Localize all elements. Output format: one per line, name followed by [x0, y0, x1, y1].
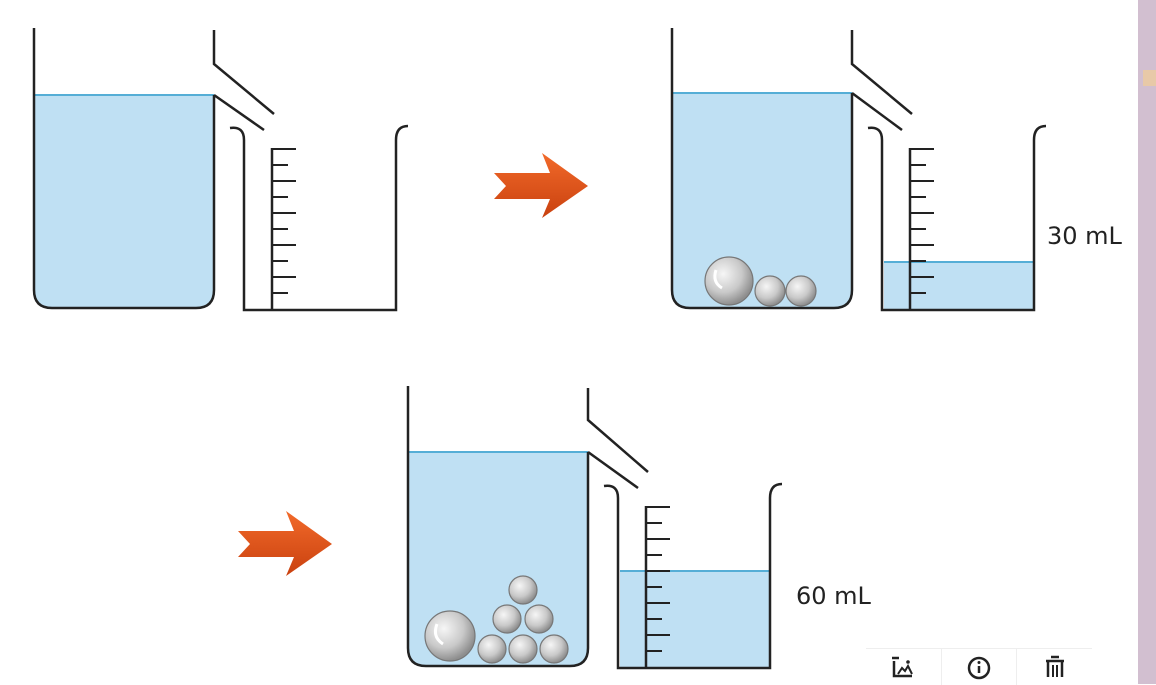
image-toolbar	[866, 648, 1092, 685]
overflow-beaker	[670, 28, 913, 310]
marbles	[704, 256, 817, 307]
beaker-outline	[406, 386, 590, 668]
spout-upper	[212, 30, 275, 115]
overflow-beaker	[406, 386, 649, 668]
measuring-cylinder	[867, 124, 1047, 312]
volume-label-60: 60 mL	[796, 582, 872, 610]
panel-more-marbles: 60 mL	[406, 386, 872, 670]
marbles	[424, 575, 569, 664]
spout-lower	[213, 93, 265, 132]
spout-lower	[851, 91, 903, 132]
info-icon	[967, 656, 991, 680]
image-button[interactable]	[866, 649, 942, 685]
cylinder-outline	[867, 124, 1047, 312]
panel-after-marbles: 30 mL	[670, 28, 1123, 312]
side-scroll-strip[interactable]	[1138, 0, 1156, 684]
marble	[539, 634, 569, 664]
marble	[492, 604, 522, 634]
collected-water	[620, 571, 770, 668]
marble	[424, 610, 476, 662]
panel-initial	[32, 28, 409, 312]
spout-upper	[586, 388, 649, 473]
cylinder-outline	[603, 482, 783, 670]
marble	[477, 634, 507, 664]
marble-highlight	[713, 269, 723, 290]
delete-button[interactable]	[1017, 649, 1092, 685]
collected-water	[884, 262, 1034, 310]
trash-icon	[1045, 655, 1064, 677]
water-fill	[34, 95, 214, 308]
cylinder-outline	[229, 124, 409, 312]
marble	[704, 256, 754, 306]
overflow-beaker	[32, 28, 275, 310]
side-strip-marker	[1143, 70, 1156, 86]
marble	[524, 604, 554, 634]
water-fill	[672, 93, 852, 308]
arrow-right-icon	[238, 511, 332, 576]
image-icon	[892, 656, 914, 678]
scale-ticks	[646, 506, 670, 652]
scale-ticks	[272, 148, 296, 294]
measuring-cylinder	[603, 482, 783, 670]
marble	[508, 575, 538, 605]
measuring-cylinder	[229, 124, 409, 312]
info-button[interactable]	[942, 649, 1018, 685]
marble	[785, 275, 817, 307]
marble-highlight	[434, 623, 444, 646]
volume-label-30: 30 mL	[1047, 222, 1123, 250]
beaker-outline	[670, 28, 854, 310]
scale-ticks	[910, 148, 934, 294]
arrow-right-icon	[494, 153, 588, 218]
spout-upper	[850, 30, 913, 115]
beaker-outline	[32, 28, 216, 310]
spout-lower	[587, 450, 639, 490]
marble	[754, 275, 786, 307]
marble	[508, 634, 538, 664]
